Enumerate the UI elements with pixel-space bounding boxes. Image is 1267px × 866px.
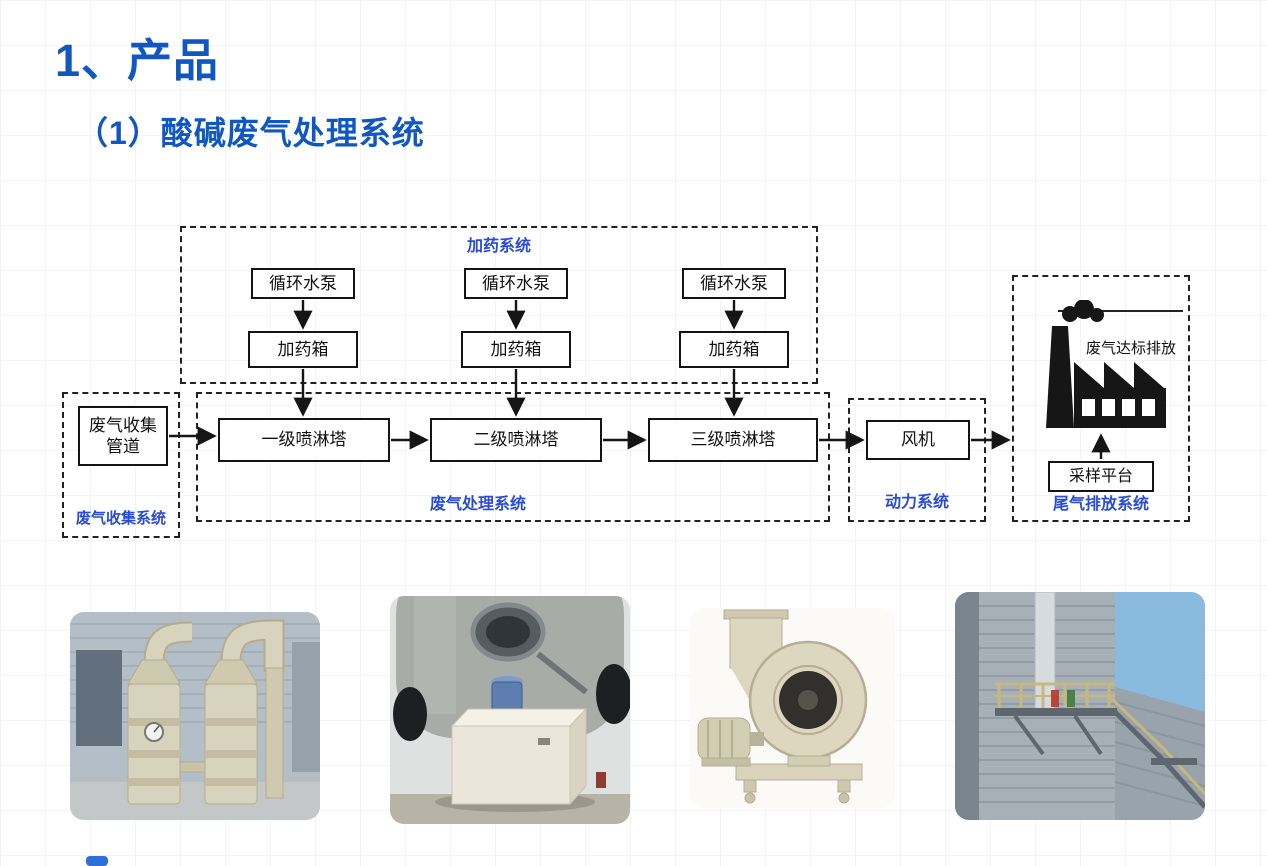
pump-node-1: 循环水泵: [251, 268, 355, 299]
emission-standard-text: 废气达标排放: [1086, 340, 1177, 357]
dosing-tank-node-2: 加药箱: [461, 331, 571, 368]
sampling-platform-illustration: [955, 592, 1205, 820]
spray-towers-illustration: [70, 612, 320, 820]
power-system-group: 动力系统: [848, 398, 986, 522]
pump-node-3: 循环水泵: [682, 268, 786, 299]
collection-system-group: 废气收集系统: [62, 392, 180, 538]
sampling-platform-node: 采样平台: [1048, 461, 1154, 492]
fan-node: 风机: [866, 420, 970, 460]
spray-tower-node-1: 一级喷淋塔: [218, 418, 390, 462]
centrifugal-fan-illustration: [690, 608, 895, 808]
exhaust-system-group: 尾气排放系统: [1012, 275, 1190, 522]
factory-emission-icon: [1046, 300, 1183, 428]
dosing-tank-node-1: 加药箱: [248, 331, 358, 368]
collection-system-label: 废气收集系统: [75, 510, 166, 527]
photo-centrifugal-fan: [690, 608, 895, 808]
dosing-system-label: 加药系统: [466, 238, 531, 255]
slide-corner-decoration: [86, 856, 108, 866]
page-subtitle: （1）酸碱废气处理系统: [76, 115, 425, 151]
spray-tower-node-3: 三级喷淋塔: [648, 418, 818, 462]
gas-collection-pipe-node: 废气收集管道: [78, 406, 168, 466]
treatment-system-label: 废气处理系统: [429, 496, 526, 513]
dosing-system-group: 加药系统: [180, 226, 818, 384]
pump-node-2: 循环水泵: [464, 268, 568, 299]
photo-sampling-platform: [955, 592, 1205, 820]
photo-dosing-tank: [390, 596, 630, 824]
exhaust-system-label: 尾气排放系统: [1052, 496, 1149, 513]
photo-spray-towers: [70, 612, 320, 820]
dosing-tank-node-3: 加药箱: [679, 331, 789, 368]
spray-tower-node-2: 二级喷淋塔: [430, 418, 602, 462]
power-system-label: 动力系统: [884, 494, 949, 511]
treatment-system-group: 废气处理系统: [196, 392, 830, 522]
dosing-tank-illustration: [390, 596, 630, 824]
page-title: 1、产品: [55, 35, 220, 86]
